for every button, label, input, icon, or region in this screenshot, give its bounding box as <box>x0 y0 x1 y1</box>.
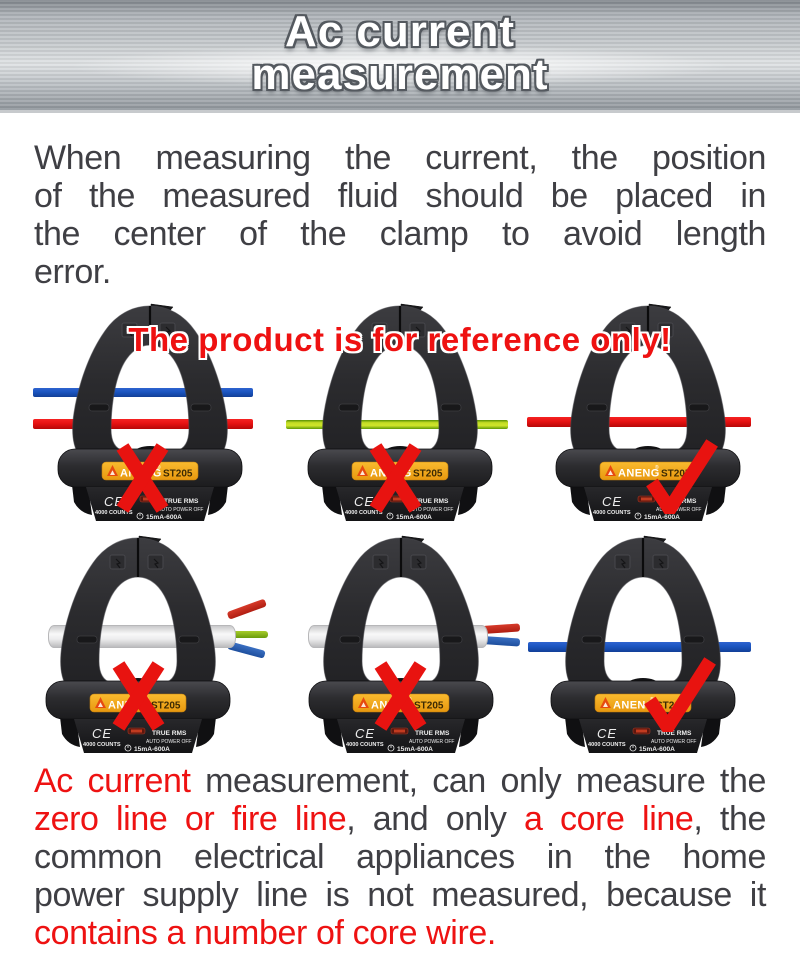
outro-paragraph: Ac current measurement, can only measure… <box>34 762 766 952</box>
wire-green-row1 <box>286 420 508 429</box>
intro-line-3: the center of the clamp to avoid length <box>34 215 766 253</box>
outro-line-2: zero line or fire line, and only a core … <box>34 800 766 838</box>
intro-line-4: error. <box>34 253 111 291</box>
wire-blue-row1 <box>33 388 253 397</box>
outro-line-2-rest: , the <box>693 800 766 838</box>
wrong-x-icon-1 <box>115 441 170 515</box>
header-banner: Ac current measurement <box>0 0 800 113</box>
outro-line-2-red2: a core line <box>524 800 694 838</box>
wire-blue-single-row2 <box>528 642 751 652</box>
correct-check-icon-2 <box>642 655 717 732</box>
outro-line-1-red: Ac current <box>34 762 191 800</box>
outro-line-2-mid: , and only <box>346 800 525 838</box>
outro-line-1: Ac current measurement, can only measure… <box>34 762 766 800</box>
wrong-x-icon-4 <box>373 659 428 733</box>
page-title: Ac current measurement <box>0 7 800 99</box>
intro-line-2: of the measured fluid should be placed i… <box>34 177 766 215</box>
outro-line-2-red1: zero line or fire line <box>34 800 347 838</box>
correct-check-icon-1 <box>644 437 719 514</box>
wire-red-single-row1 <box>527 417 751 427</box>
page-title-line2: measurement <box>251 50 549 99</box>
intro-line-1: When measuring the current, the position <box>34 139 766 177</box>
outro-line-4: power supply line is not measured, becau… <box>34 876 766 914</box>
wrong-x-icon-2 <box>368 441 423 515</box>
outro-line-1-rest: measurement, can only measure the <box>190 762 766 800</box>
wire-red-row1 <box>33 419 253 429</box>
cable1-green-core <box>231 631 268 638</box>
outro-line-3: common electrical appliances in the home <box>34 838 766 876</box>
wrong-x-icon-3 <box>111 659 166 733</box>
page-title-line1: Ac current <box>284 7 516 56</box>
reference-only-note: The product is for reference only! <box>128 321 672 358</box>
intro-paragraph: When measuring the current, the position… <box>34 139 766 291</box>
outro-line-5: contains a number of core wire. <box>34 914 496 952</box>
